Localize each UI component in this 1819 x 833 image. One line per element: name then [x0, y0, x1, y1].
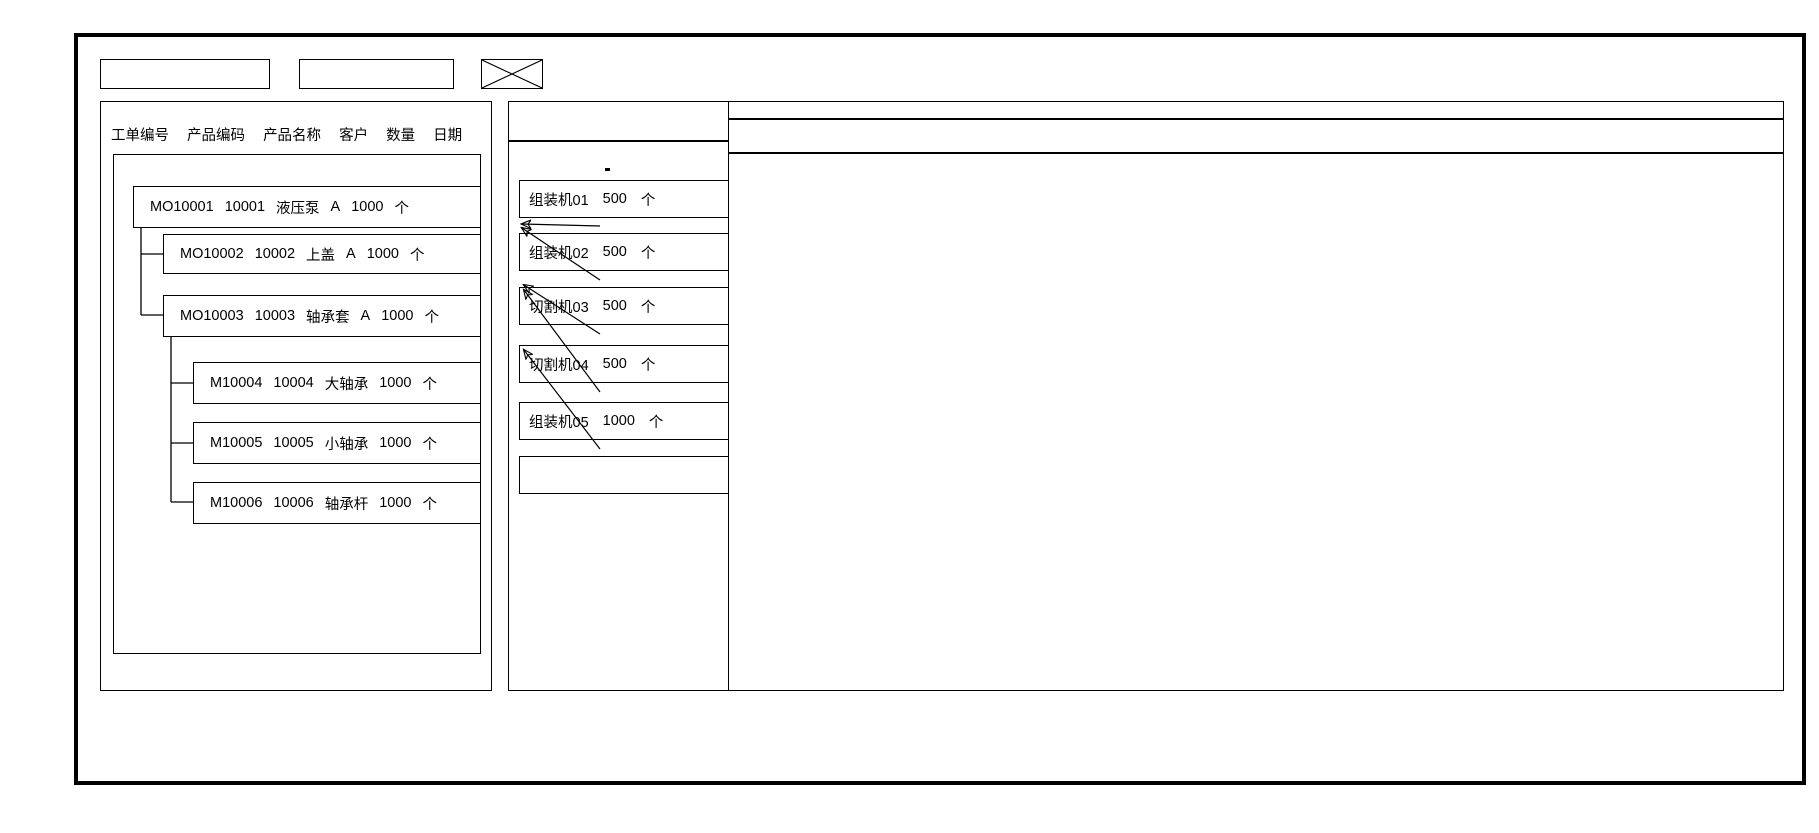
machine-quantity: 500 — [602, 191, 627, 207]
node-product-name: 上盖 — [306, 247, 336, 264]
machine-schedule-panel: 组装机01 500 个 组装机02 500 个 切割机03 500 个 切割机0… — [508, 101, 756, 691]
node-order-no: M10004 — [210, 375, 263, 391]
machine-name: 组装机05 — [529, 414, 589, 431]
node-customer: A — [346, 246, 356, 262]
node-order-no: MO10003 — [180, 308, 244, 324]
column-header-date: 日期 — [433, 128, 463, 144]
column-header-order-no: 工单编号 — [111, 128, 169, 144]
machine-item-empty[interactable] — [519, 456, 755, 494]
work-order-column-headers: 工单编号 产品编码 产品名称 客户 数量 日期 — [111, 124, 462, 145]
work-order-node[interactable]: MO10003 10003 轴承套 A 1000 个 — [163, 295, 481, 337]
application-window: 工单编号 产品编码 产品名称 客户 数量 日期 — [74, 33, 1806, 785]
machine-quantity: 500 — [602, 356, 627, 372]
node-product-code: 10002 — [254, 246, 296, 262]
node-product-code: 10001 — [224, 199, 266, 215]
node-quantity: 1000 — [379, 375, 412, 391]
machine-item[interactable]: 切割机03 500 个 — [519, 287, 755, 325]
node-quantity: 1000 — [379, 435, 412, 451]
node-product-code: 10004 — [273, 375, 314, 391]
node-unit: 个 — [422, 436, 438, 453]
machine-quantity: 500 — [602, 244, 627, 260]
machine-quantity: 500 — [602, 298, 627, 314]
machine-item[interactable]: 组装机02 500 个 — [519, 233, 755, 271]
node-customer: A — [330, 199, 341, 215]
node-quantity: 1000 — [366, 246, 399, 262]
machine-item[interactable]: 切割机04 500 个 — [519, 345, 755, 383]
work-order-node[interactable]: M10005 10005 小轴承 1000 个 — [193, 422, 481, 464]
work-order-node[interactable]: MO10002 10002 上盖 A 1000 个 — [163, 234, 481, 274]
machine-unit: 个 — [640, 192, 656, 209]
node-product-code: 10003 — [254, 308, 296, 324]
work-order-tree-container — [113, 154, 481, 654]
node-order-no: MO10001 — [150, 199, 214, 215]
image-placeholder-icon[interactable] — [481, 59, 543, 89]
machine-panel-header-divider — [509, 140, 755, 142]
node-order-no: M10005 — [210, 435, 263, 451]
node-unit: 个 — [409, 247, 425, 264]
toolbar-field-1[interactable] — [100, 59, 270, 89]
node-quantity: 1000 — [351, 199, 384, 215]
node-unit: 个 — [394, 200, 409, 217]
machine-unit: 个 — [640, 357, 656, 374]
node-product-name: 液压泵 — [276, 200, 320, 217]
node-product-name: 小轴承 — [324, 436, 369, 453]
machine-name: 组装机02 — [529, 245, 589, 262]
machine-name: 切割机04 — [529, 357, 589, 374]
node-unit: 个 — [422, 376, 438, 393]
machine-unit: 个 — [640, 299, 656, 316]
column-header-product-code: 产品编码 — [187, 128, 246, 144]
work-order-node[interactable]: M10004 10004 大轴承 1000 个 — [193, 362, 481, 404]
toolbar-field-2[interactable] — [299, 59, 454, 89]
machine-name: 组装机01 — [529, 192, 589, 209]
machine-quantity: 1000 — [602, 413, 635, 429]
node-product-name: 大轴承 — [324, 376, 369, 393]
column-header-quantity: 数量 — [386, 128, 416, 144]
node-product-name: 轴承杆 — [324, 496, 369, 513]
machine-unit: 个 — [648, 414, 664, 431]
column-header-product-name: 产品名称 — [263, 128, 322, 144]
node-product-code: 10006 — [273, 495, 314, 511]
machine-item[interactable]: 组装机05 1000 个 — [519, 402, 755, 440]
node-unit: 个 — [422, 496, 438, 513]
node-unit: 个 — [424, 309, 439, 326]
node-quantity: 1000 — [381, 308, 414, 324]
gantt-detail-panel — [728, 101, 1784, 691]
work-order-panel: 工单编号 产品编码 产品名称 客户 数量 日期 — [100, 101, 492, 691]
node-quantity: 1000 — [379, 495, 412, 511]
node-customer: A — [360, 308, 371, 324]
node-order-no: M10006 — [210, 495, 263, 511]
work-order-node[interactable]: MO10001 10001 液压泵 A 1000 个 — [133, 186, 481, 228]
machine-unit: 个 — [640, 245, 656, 262]
node-product-name: 轴承套 — [306, 309, 350, 326]
gantt-header-top-divider — [729, 118, 1783, 120]
work-order-node[interactable]: M10006 10006 轴承杆 1000 个 — [193, 482, 481, 524]
gantt-header-bottom-divider — [729, 152, 1783, 154]
node-order-no: MO10002 — [180, 246, 244, 262]
machine-panel-marker — [605, 168, 610, 171]
column-header-customer: 客户 — [339, 128, 369, 144]
machine-name: 切割机03 — [529, 299, 589, 316]
machine-item[interactable]: 组装机01 500 个 — [519, 180, 755, 218]
node-product-code: 10005 — [273, 435, 314, 451]
